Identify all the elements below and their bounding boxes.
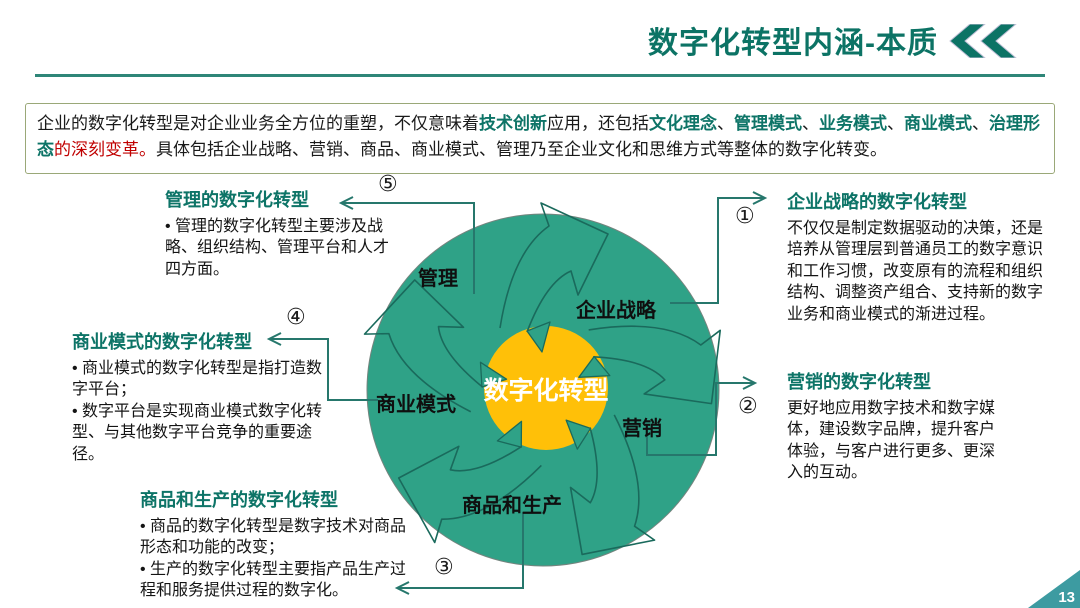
annotation-line: 更好地应用数字技术和数字媒体，建设数字品牌，提升客户体验，与客户进行更多、更深入…: [787, 400, 996, 482]
annotation-line: • 商业模式的数字化转型是指打造数字平台；: [72, 360, 323, 399]
arrowhead-product: [394, 581, 410, 595]
annotation-body: • 管理的数字化转型主要涉及战略、组织结构、管理平台和人才四方面。: [165, 216, 397, 280]
connector-product: [398, 512, 524, 589]
intro-segment-highlight: 治理形态: [37, 114, 1040, 160]
circled-number-2: ②: [738, 394, 758, 419]
intro-segment: 具体包括企业战略、营销、商品、商业模式、管理乃至企业文化和思维方式等整体的数字化…: [156, 140, 887, 160]
center-label: 数字化转型: [483, 377, 609, 405]
annotation-line: • 生产的数字化转型主要指产品生产过程和服务提供过程的数字化。: [140, 560, 407, 600]
page-number-tab: [1028, 570, 1080, 608]
annotation-management: 管理的数字化转型 • 管理的数字化转型主要涉及战略、组织结构、管理平台和人才四方…: [165, 186, 397, 280]
double-left-chevron-icon: [949, 24, 1017, 58]
circled-number-3: ③: [434, 555, 454, 580]
annotation-line: 不仅仅是制定数据驱动的决策，还是培养从管理层到普通员工的数字意识和工作习惯，改变…: [787, 220, 1044, 323]
intro-segment: 企业的数字化转型是对企业业务全方位的重塑，不仅意味着: [37, 114, 479, 133]
circled-number-1: ①: [735, 204, 755, 229]
annotation-title: 商品和生产的数字化转型: [140, 490, 338, 510]
annotation-business-model: 商业模式的数字化转型 • 商业模式的数字化转型是指打造数字平台； • 数字平台是…: [72, 328, 324, 465]
circled-number-5: ⑤: [378, 172, 398, 197]
annotation-body: • 商品的数字化转型是数字技术对商品形态和功能的改变； • 生产的数字化转型主要…: [140, 516, 408, 602]
annotation-product: 商品和生产的数字化转型 • 商品的数字化转型是数字技术对商品形态和功能的改变； …: [140, 486, 408, 602]
intro-segment-highlight: 管理模式: [734, 114, 802, 133]
annotation-body: • 商业模式的数字化转型是指打造数字平台； • 数字平台是实现商业模式数字化转型…: [72, 358, 324, 465]
annotation-line: • 数字平台是实现商业模式数字化转型、与其他数字平台竞争的重要途径。: [72, 402, 323, 463]
intro-segment-highlight: 业务模式: [819, 114, 887, 133]
center-circle: [484, 326, 608, 450]
intro-segment-red: 的深刻变革。: [54, 140, 156, 160]
connector-strategy: [670, 197, 764, 304]
ring-label-business-model: 商业模式: [376, 394, 456, 416]
intro-segment: 、: [717, 114, 734, 133]
intro-segment: 、: [887, 114, 904, 133]
page-number: 13: [1058, 589, 1075, 606]
annotation-strategy: 企业战略的数字化转型 不仅仅是制定数据驱动的决策，还是培养从管理层到普通员工的数…: [787, 188, 1055, 325]
annotation-body: 不仅仅是制定数据驱动的决策，还是培养从管理层到普通员工的数字意识和工作习惯，改变…: [787, 218, 1055, 325]
annotation-title: 营销的数字化转型: [787, 372, 931, 392]
ring-label-management: 管理: [418, 268, 458, 290]
annotation-marketing: 营销的数字化转型 更好地应用数字技术和数字媒体，建设数字品牌，提升客户体验，与客…: [787, 368, 1009, 484]
arrowhead-business-model: [266, 332, 282, 346]
intro-segment: 应用，还包括: [547, 114, 649, 133]
intro-segment-highlight: 技术创新: [479, 114, 547, 133]
arrowhead-marketing: [742, 376, 758, 390]
connector-management: [342, 202, 475, 294]
intro-segment: 、: [972, 114, 989, 133]
annotation-title: 商业模式的数字化转型: [72, 332, 252, 352]
annotation-title: 企业战略的数字化转型: [787, 192, 967, 212]
annotation-line: • 管理的数字化转型主要涉及战略、组织结构、管理平台和人才四方面。: [165, 218, 390, 278]
intro-box: 企业的数字化转型是对企业业务全方位的重塑，不仅意味着技术创新应用，还包括文化理念…: [25, 103, 1055, 174]
arrowhead-strategy: [752, 191, 768, 205]
connector-lines: [266, 191, 768, 595]
arrowhead-management: [338, 196, 354, 210]
title-divider: [35, 74, 1045, 77]
page-title: 数字化转型内涵-本质: [648, 27, 938, 60]
ring-label-marketing: 营销: [622, 418, 662, 440]
ring-label-strategy: 企业战略: [576, 300, 656, 322]
annotation-title: 管理的数字化转型: [165, 190, 309, 210]
annotation-line: • 商品的数字化转型是数字技术对商品形态和功能的改变；: [140, 518, 407, 557]
annotation-body: 更好地应用数字技术和数字媒体，建设数字品牌，提升客户体验，与客户进行更多、更深入…: [787, 398, 1009, 484]
circled-number-4: ④: [286, 305, 306, 330]
intro-segment: 、: [802, 114, 819, 133]
intro-segment-highlight: 文化理念: [649, 114, 717, 133]
intro-segment-highlight: 商业模式: [904, 114, 972, 133]
ring-label-product: 商品和生产: [462, 495, 562, 517]
connector-marketing: [646, 382, 754, 456]
connector-business-model: [270, 338, 378, 401]
